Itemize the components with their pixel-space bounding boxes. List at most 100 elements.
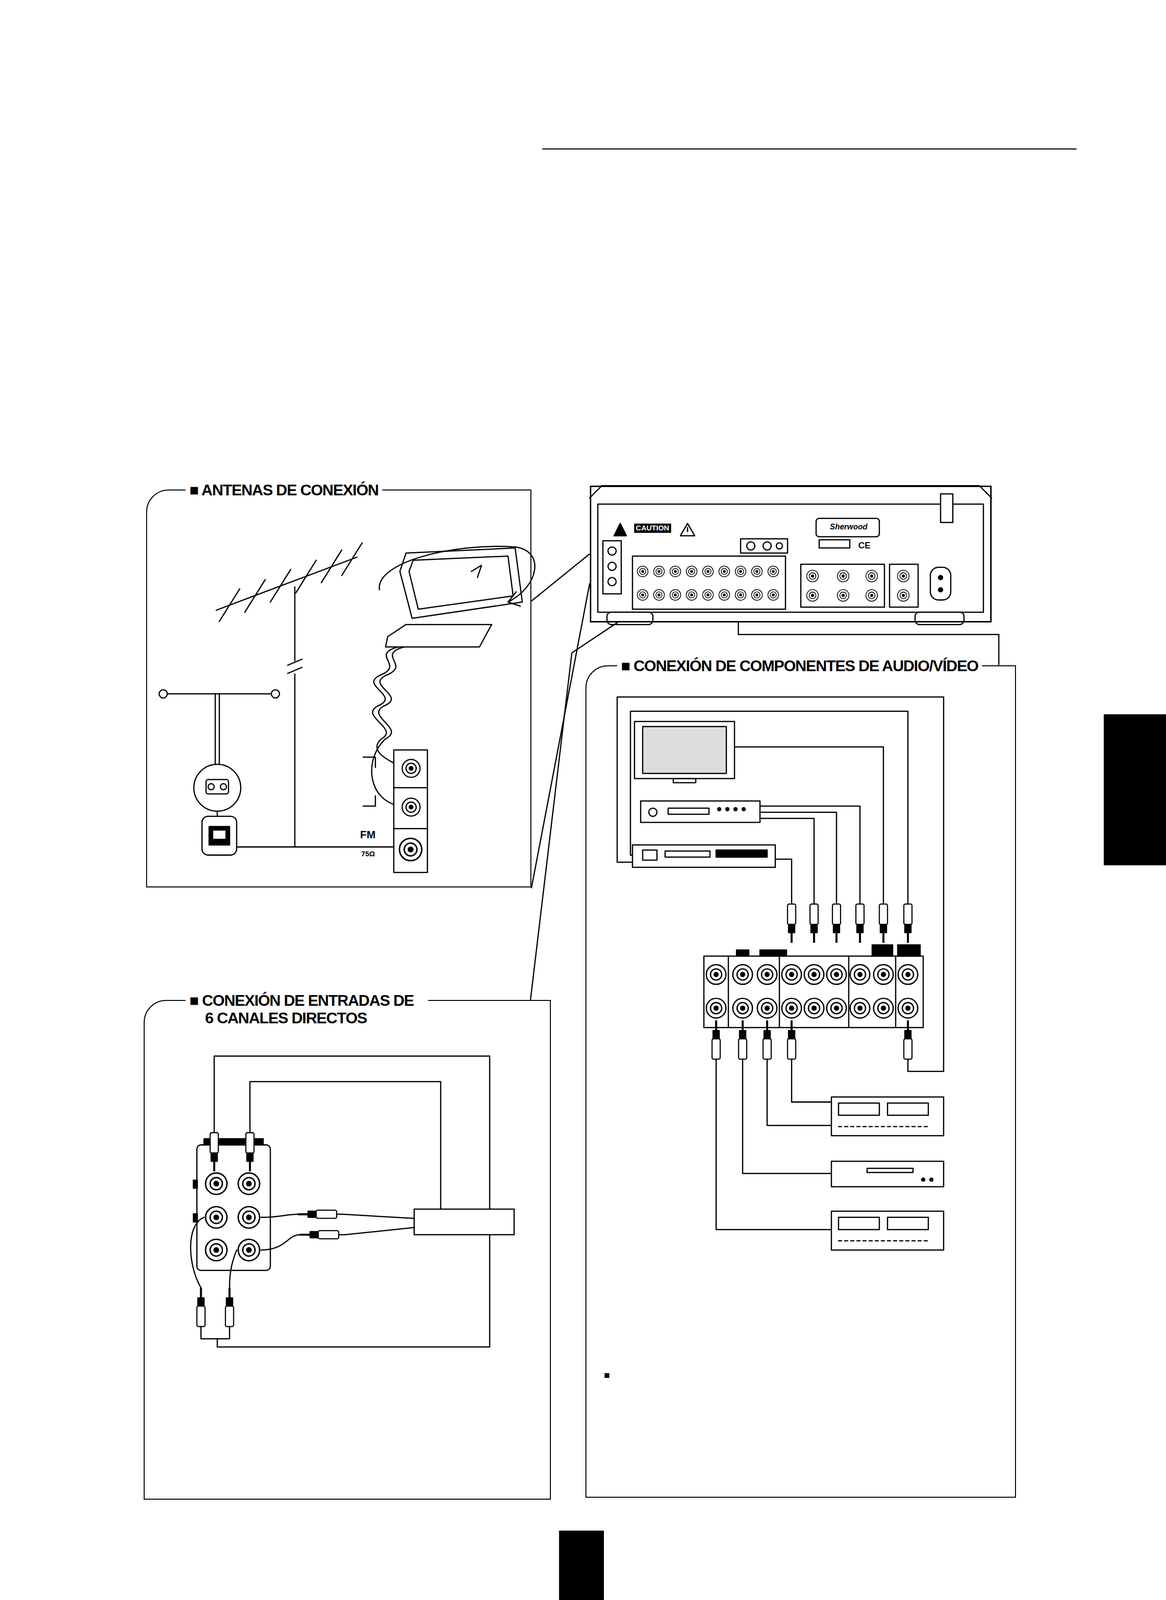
receiver-illustration-part: [670, 565, 681, 577]
audio-video-wiring-part: [849, 998, 870, 1018]
audio-video-wiring-part: [781, 998, 802, 1018]
yagi-antenna-part: [287, 667, 302, 674]
fm-dipole-antenna-part: [214, 694, 217, 765]
audio-video-wiring-part: [903, 898, 913, 943]
audio-video-wiring-part: [873, 964, 894, 985]
audio-video-wiring-part: [673, 778, 696, 783]
audio-video-wiring-part: [791, 1065, 832, 1102]
receiver-illustration-part: [800, 564, 885, 608]
fm-dipole-antenna-part: [202, 816, 237, 856]
leader-line: [531, 553, 590, 602]
six-channel-wiring-part: [413, 1209, 514, 1235]
section-panel: ■ ANTENAS DE CONEXIÓN: [146, 489, 532, 888]
audio-video-wiring-part: [903, 1020, 913, 1066]
fm-dipole-antenna-part: [213, 830, 226, 839]
am-loop-antenna-part: [379, 546, 535, 602]
audio-video-wiring-part: [778, 956, 781, 1028]
section-heading: ■ CONEXIÓN DE COMPONENTES DE AUDIO/VÍDEO: [617, 657, 982, 676]
audio-video-wiring-part: [712, 1020, 721, 1066]
audio-video-wiring-part: [617, 696, 944, 1072]
receiver-illustration-part: [607, 546, 617, 556]
audio-video-wiring-part: [733, 964, 753, 985]
six-channel-wiring-part: [238, 1172, 260, 1195]
audio-video-wiring-part: [895, 956, 897, 1028]
am-loop-antenna-part: [507, 591, 521, 606]
audio-video-wiring-part: [715, 1065, 832, 1230]
receiver-illustration-part: [614, 523, 627, 536]
receiver-illustration-part: [915, 612, 965, 625]
audio-video-wiring-part: [759, 812, 837, 899]
audio-video-wiring-part: [757, 998, 777, 1018]
fm-dipole-antenna-part: [206, 779, 229, 794]
audio-video-wiring-part: [866, 1168, 913, 1173]
leader-line: [530, 622, 618, 1000]
audio-video-wiring-part: [715, 849, 768, 858]
six-channel-wiring-part: [342, 1214, 415, 1219]
audio-video-wiring-part: [838, 1126, 929, 1128]
receiver-illustration-part: [865, 589, 878, 602]
receiver-illustration-part: [806, 589, 819, 602]
audio-video-wiring-part: [847, 956, 850, 1028]
receiver-illustration-part: [768, 565, 779, 577]
brand-name: Sherwood: [829, 522, 868, 532]
audio-video-wiring-part: [787, 898, 796, 943]
audio-video-wiring-part: [634, 721, 735, 779]
audio-video-wiring-part: [873, 998, 894, 1018]
certification-mark: CE: [858, 541, 871, 550]
audio-video-wiring-part: [759, 806, 860, 899]
six-channel-wiring-part: [245, 1126, 255, 1172]
receiver-illustration-part: [816, 518, 880, 537]
audio-video-wiring-part: [804, 998, 824, 1018]
yagi-antenna-part: [244, 579, 266, 613]
audio-video-wiring-part: [742, 1065, 832, 1174]
warning-label: CAUTION: [634, 523, 672, 533]
receiver-illustration-part: [930, 567, 951, 601]
audio-video-wiring-part: [763, 1020, 772, 1066]
yagi-antenna: [216, 543, 363, 847]
six-channel-wiring-part: [190, 1217, 204, 1288]
receiver-illustration-part: [819, 539, 850, 548]
header-rule: [542, 148, 1076, 150]
receiver-illustration-part: [607, 562, 617, 571]
receiver-illustration-part: [686, 527, 689, 532]
receiver-illustration-part: [746, 541, 755, 550]
receiver-illustration-part: [680, 523, 695, 536]
six-channel-wiring-part: [209, 1126, 219, 1172]
am-loop-antenna-part: [399, 838, 422, 861]
fm-dipole-antenna-part: [271, 689, 280, 698]
audio-video-wiring-part: [759, 818, 814, 898]
audio-video-wiring-part: [703, 956, 923, 1028]
six-channel-wiring-part: [238, 1239, 260, 1261]
six-channel-wiring-part: [261, 1234, 301, 1250]
six-channel-wiring-part: [261, 1214, 298, 1218]
fm-dipole-antenna-part: [218, 694, 221, 765]
receiver-illustration-part: [686, 565, 697, 577]
yagi-antenna-part: [341, 543, 363, 576]
yagi-antenna-part: [321, 549, 342, 583]
receiver-illustration-part: [606, 612, 653, 625]
receiver-illustration-part: [670, 589, 681, 601]
audio-video-wiring-part: [717, 807, 721, 811]
receiver-illustration: [589, 485, 992, 625]
six-channel-wiring-part: [201, 1332, 230, 1339]
receiver-illustration-part: [653, 589, 665, 601]
receiver-illustration-part: [865, 570, 878, 583]
audio-video-wiring-part: [738, 1020, 747, 1066]
audio-video-wiring-part: [775, 859, 792, 899]
audio-video-wiring-part: [757, 964, 777, 985]
audio-video-wiring-part: [921, 1178, 925, 1182]
audio-video-wiring-part: [733, 807, 737, 811]
six-channel-wiring-part: [238, 1206, 260, 1228]
yagi-antenna-part: [216, 557, 358, 611]
receiver-illustration-part: [589, 485, 992, 498]
receiver-illustration-part: [702, 565, 714, 577]
receiver-illustration-part: [718, 589, 730, 601]
audio-video-wiring-part: [736, 949, 749, 957]
audio-video-wiring-part: [887, 1103, 929, 1116]
am-loop-antenna-part: [393, 787, 428, 789]
audio-video-wiring-part: [725, 807, 729, 811]
fm-dipole-antenna-part: [236, 846, 395, 848]
audio-video-wiring-part: [826, 998, 847, 1018]
